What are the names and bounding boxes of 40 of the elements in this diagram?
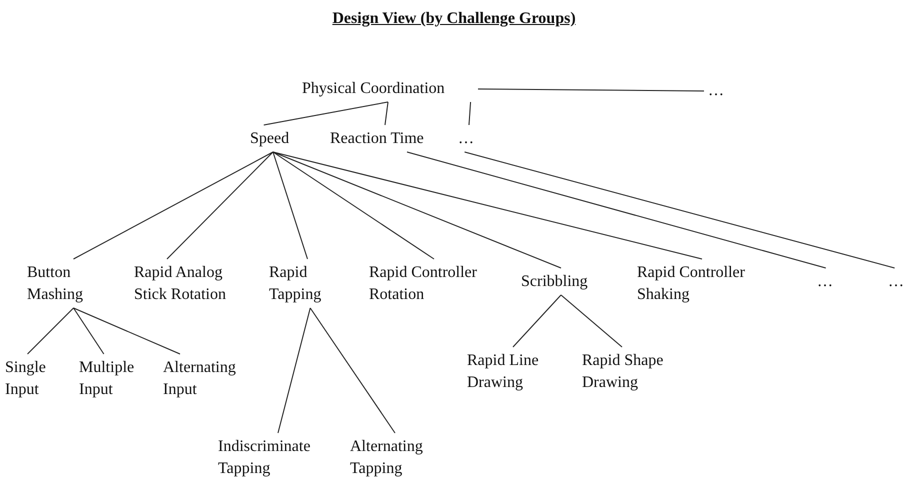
connector-line bbox=[478, 88, 704, 92]
node-label: Rapid Tapping bbox=[269, 263, 322, 305]
diagram-title: Design View (by Challenge Groups) bbox=[331, 10, 577, 28]
node-label: … bbox=[708, 81, 725, 101]
node-label: Indiscriminate Tapping bbox=[218, 437, 312, 479]
node-label: Rapid Analog Stick Rotation bbox=[134, 263, 227, 305]
node-label: Button Mashing bbox=[27, 263, 84, 305]
connector-line bbox=[384, 102, 388, 126]
connector-line bbox=[464, 152, 896, 268]
node-label: Speed bbox=[250, 129, 290, 149]
node-label: Rapid Line Drawing bbox=[467, 351, 540, 393]
node-label: Alternating Input bbox=[163, 358, 237, 400]
node-label: … bbox=[458, 129, 475, 149]
connector-line bbox=[272, 152, 434, 260]
node-label: Single Input bbox=[5, 358, 47, 400]
connector-line bbox=[73, 308, 104, 354]
node-label: … bbox=[888, 272, 905, 292]
node-label: … bbox=[817, 272, 834, 292]
connector-line bbox=[73, 308, 180, 354]
node-label: Alternating Tapping bbox=[350, 437, 424, 479]
connector-line bbox=[166, 152, 274, 260]
node-label: Physical Coordination bbox=[302, 79, 446, 99]
connector-line bbox=[272, 152, 562, 268]
connector-line bbox=[73, 152, 274, 260]
connector-line bbox=[272, 152, 702, 260]
node-label: Rapid Controller Shaking bbox=[637, 263, 746, 305]
connector-line bbox=[310, 308, 396, 434]
connector-line bbox=[27, 308, 74, 354]
connector-line bbox=[263, 102, 388, 126]
node-label: Multiple Input bbox=[79, 358, 136, 400]
connector-line bbox=[512, 294, 562, 348]
connector-line bbox=[406, 152, 826, 268]
connector-line bbox=[560, 294, 622, 348]
node-label: Reaction Time bbox=[330, 129, 425, 149]
node-label: Rapid Controller Rotation bbox=[369, 263, 478, 305]
connector-line bbox=[468, 102, 472, 126]
connector-line bbox=[278, 308, 311, 434]
node-label: Rapid Shape Drawing bbox=[582, 351, 664, 393]
connector-line bbox=[272, 152, 308, 260]
node-label: Scribbling bbox=[521, 272, 589, 292]
